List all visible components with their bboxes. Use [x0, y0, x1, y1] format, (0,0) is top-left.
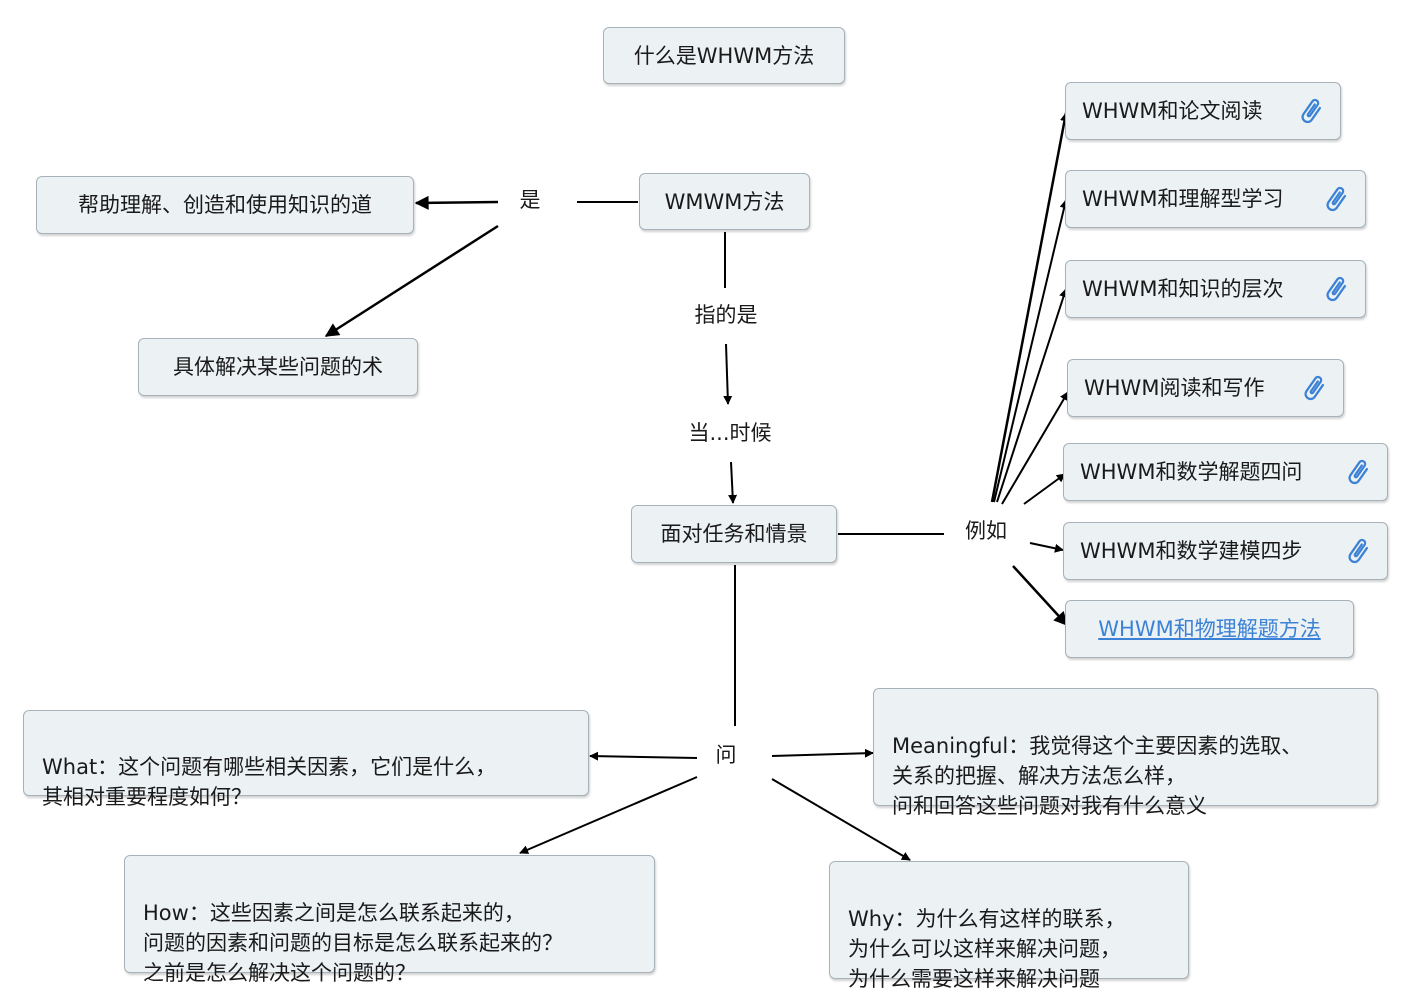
edge-is-dao: [414, 195, 499, 210]
edge-ask-why: [771, 778, 911, 861]
link-label-example: 例如: [956, 516, 1016, 546]
title-node[interactable]: 什么是WHWM方法: [603, 27, 845, 84]
edge-when-face: [728, 461, 738, 504]
example-text-3: WHWM阅读和写作: [1084, 376, 1265, 400]
example-node-5[interactable]: WHWM和数学建模四步: [1063, 522, 1388, 580]
example-node-4[interactable]: WHWM和数学解题四问: [1063, 443, 1388, 501]
example-text-0: WHWM和论文阅读: [1082, 99, 1263, 123]
paperclip-icon[interactable]: [1343, 457, 1373, 487]
question-how[interactable]: How：这些因素之间是怎么联系起来的， 问题的因素和问题的目标是怎么联系起来的？…: [124, 855, 655, 985]
example-node-6[interactable]: WHWM和物理解题方法: [1065, 600, 1354, 658]
paperclip-icon[interactable]: [1343, 536, 1373, 566]
link-label-refers: 指的是: [676, 300, 776, 330]
edge-is-shu: [324, 224, 499, 338]
edge-example-1: [993, 199, 1069, 503]
example-node-3[interactable]: WHWM阅读和写作: [1067, 359, 1344, 417]
node-dao-text: 帮助理解、创造和使用知识的道: [78, 193, 372, 217]
paperclip-icon[interactable]: [1321, 184, 1351, 214]
edge-example-3: [1001, 391, 1069, 505]
paperclip-icon[interactable]: [1321, 274, 1351, 304]
question-what[interactable]: What：这个问题有哪些相关因素，它们是什么， 其相对重要程度如何？: [23, 710, 589, 809]
edge-example-6: [1012, 565, 1068, 627]
center-node[interactable]: WMWM方法: [639, 173, 810, 230]
node-shu-text: 具体解决某些问题的术: [173, 355, 383, 379]
paperclip-icon[interactable]: [1299, 373, 1329, 403]
node-dao[interactable]: 帮助理解、创造和使用知识的道: [36, 176, 414, 234]
paperclip-icon[interactable]: [1296, 96, 1326, 126]
center-text: WMWM方法: [664, 189, 785, 214]
example-text-2: WHWM和知识的层次: [1082, 277, 1284, 301]
title-text: 什么是WHWM方法: [633, 43, 815, 68]
link-label-when: 当...时候: [672, 418, 788, 448]
edge-example-0: [990, 112, 1069, 503]
link-label-ask: 问: [706, 740, 746, 770]
edge-ask-how: [519, 776, 698, 854]
example-text-1: WHWM和理解型学习: [1082, 187, 1284, 211]
question-why[interactable]: Why：为什么有这样的联系， 为什么可以这样来解决问题， 为什么需要这样来解决问…: [829, 861, 1189, 991]
question-how-text: How：这些因素之间是怎么联系起来的， 问题的因素和问题的目标是怎么联系起来的？…: [143, 901, 563, 985]
example-node-2[interactable]: WHWM和知识的层次: [1065, 260, 1366, 318]
node-face-task[interactable]: 面对任务和情景: [631, 505, 837, 563]
link-label-is: 是: [505, 185, 555, 215]
edge-example-5: [1029, 542, 1064, 553]
example-text-5: WHWM和数学建模四步: [1080, 539, 1303, 563]
node-shu[interactable]: 具体解决某些问题的术: [138, 338, 418, 396]
edge-example-2: [996, 288, 1068, 503]
edge-ask-what: [589, 751, 698, 761]
example-link-6[interactable]: WHWM和物理解题方法: [1098, 617, 1321, 641]
example-node-1[interactable]: WHWM和理解型学习: [1065, 170, 1366, 228]
question-meaningful[interactable]: Meaningful：我觉得这个主要因素的选取、 关系的把握、解决方法怎么样， …: [873, 688, 1378, 818]
example-node-0[interactable]: WHWM和论文阅读: [1065, 82, 1341, 140]
example-text-4: WHWM和数学解题四问: [1080, 460, 1303, 484]
edge-ask-meaningful: [771, 748, 874, 758]
question-meaningful-text: Meaningful：我觉得这个主要因素的选取、 关系的把握、解决方法怎么样， …: [892, 734, 1303, 818]
edge-example-4: [1023, 473, 1066, 505]
question-why-text: Why：为什么有这样的联系， 为什么可以这样来解决问题， 为什么需要这样来解决问…: [848, 907, 1126, 991]
edge-refers-when: [723, 343, 733, 405]
question-what-text: What：这个问题有哪些相关因素，它们是什么， 其相对重要程度如何？: [42, 755, 497, 809]
node-face-task-text: 面对任务和情景: [660, 522, 808, 546]
